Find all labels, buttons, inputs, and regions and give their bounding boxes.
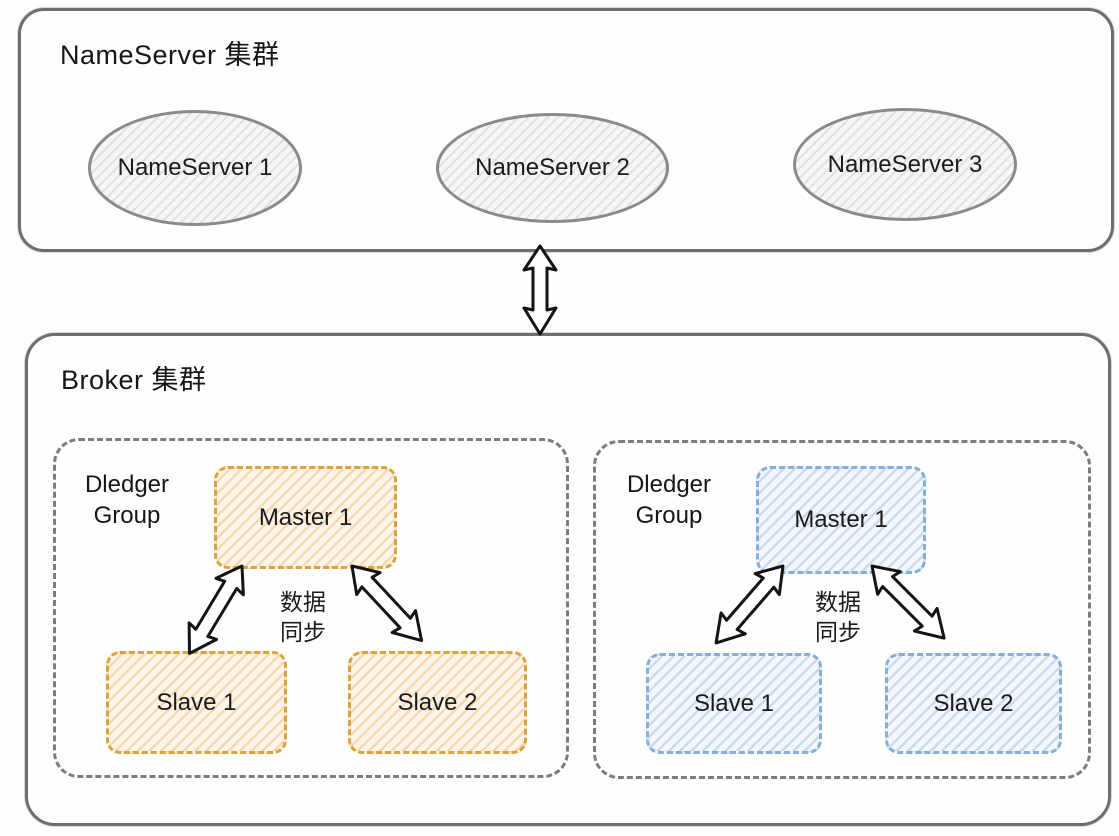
nameserver-node-3-label: NameServer 3 [827,150,983,178]
broker-cluster-title: Broker 集群 [61,365,207,395]
nameserver-cluster-box: NameServer 集群 NameServer 1 NameServer 2 … [18,8,1114,252]
slave-node-right-1: Slave 1 [646,653,822,754]
dledger-group-left-label: Dledger Group [84,471,170,530]
slave-node-left-2: Slave 2 [348,651,527,754]
master-node-left-label: Master 1 [258,503,353,531]
dledger-group-left: Dledger Group Master 1 Slave 1 Slave 2 数… [53,438,569,778]
nameserver-node-1-label: NameServer 1 [117,154,273,181]
slave-node-right-2-label: Slave 2 [933,689,1014,717]
slave-node-right-2: Slave 2 [885,653,1062,754]
sync-label-left: 数据 同步 [280,589,326,645]
cluster-link-arrow [522,244,558,336]
nameserver-cluster-title: NameServer 集群 [60,40,280,70]
master-node-right: Master 1 [756,466,926,574]
nameserver-node-2-label: NameServer 2 [475,154,630,181]
sync-label-right: 数据 同步 [815,589,861,645]
slave-node-right-1-label: Slave 1 [693,689,775,717]
nameserver-node-2: NameServer 2 [436,113,669,223]
nameserver-node-3: NameServer 3 [793,108,1017,221]
slave-node-left-1-label: Slave 1 [156,688,237,716]
master-node-right-label: Master 1 [794,506,888,533]
slave-node-left-1: Slave 1 [106,651,287,754]
master-node-left: Master 1 [214,466,397,569]
slave-node-left-2-label: Slave 2 [397,688,478,716]
dledger-group-right: Dledger Group Master 1 Slave 1 Slave 2 数… [593,440,1091,779]
dledger-group-right-label: Dledger Group [626,471,712,530]
nameserver-node-1: NameServer 1 [88,110,302,226]
